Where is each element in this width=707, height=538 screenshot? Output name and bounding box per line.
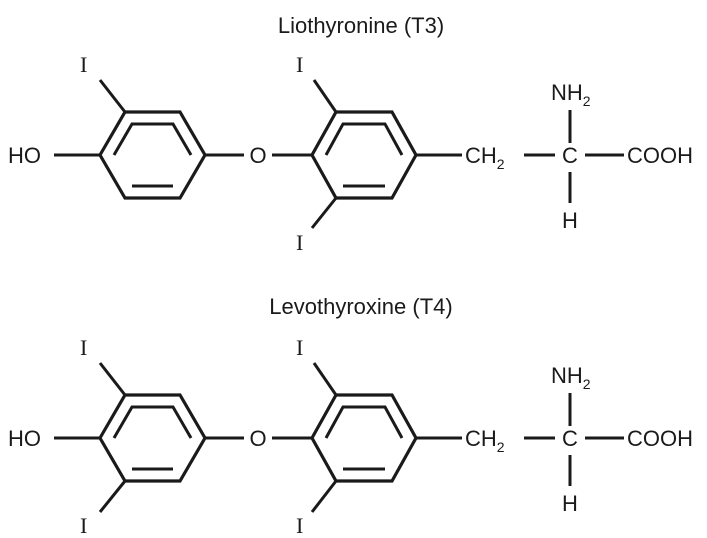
t4-methylene-label: CH2 [465,426,505,455]
t4-ring2-top-iodine-label: I [296,335,303,360]
t4-ring-1 [98,393,207,483]
molecule-t4: Levothyroxine (T4) HO O I I I I [8,294,693,538]
t4-bond-i2-top [312,362,338,396]
t3-alpha-carbon-label: C [562,143,578,168]
t3-amine-label: NH2 [551,80,591,109]
t4-ring1-top-iodine-label: I [80,335,87,360]
t4-bond-i1-top [98,362,127,396]
t4-hydroxyl-label: HO [8,426,41,451]
t4-carboxyl-label: COOH [627,426,693,451]
t3-ring1-iodine-label: I [80,52,87,77]
molecule-t3: Liothyronine (T3) HO O I I I CH2 [8,13,693,255]
t3-title: Liothyronine (T3) [278,13,444,38]
t3-bond-i2-bottom [310,197,338,229]
t3-ring-2 [310,110,418,200]
t4-ring2-bottom-iodine-label: I [296,513,303,538]
t4-ring-2 [310,393,418,483]
t4-bond-i1-bottom [98,480,127,513]
t4-bond-i2-bottom [310,480,338,513]
t3-ring2-top-iodine-label: I [296,52,303,77]
t3-bond-i2-top [312,79,338,113]
t3-ring-1 [98,110,207,200]
t3-hydroxyl-label: HO [8,143,41,168]
t3-ether-oxygen-label: O [249,143,266,168]
t3-methylene-label: CH2 [465,143,505,172]
t4-hydrogen-label: H [562,491,578,516]
t3-hydrogen-label: H [562,208,578,233]
t3-ring2-bottom-iodine-label: I [296,230,303,255]
t4-ring1-bottom-iodine-label: I [80,513,87,538]
t4-ether-oxygen-label: O [249,426,266,451]
t4-amine-label: NH2 [551,363,591,392]
t3-bond-i1 [98,79,127,113]
t4-title: Levothyroxine (T4) [269,294,452,319]
t4-alpha-carbon-label: C [562,426,578,451]
t3-carboxyl-label: COOH [627,143,693,168]
